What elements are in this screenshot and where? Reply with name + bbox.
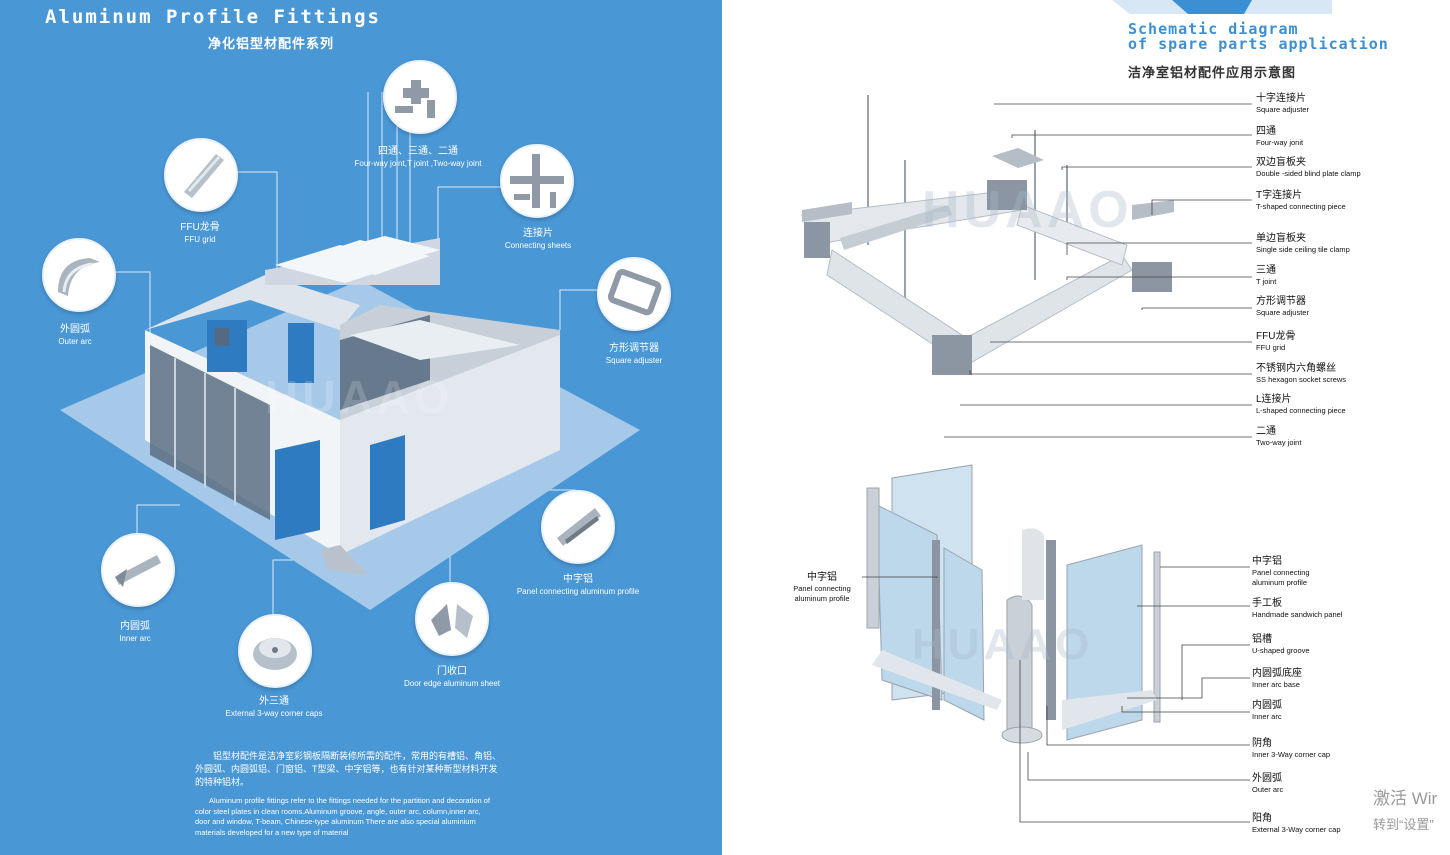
schematic-title-cn: 洁净室铝材配件应用示意图	[1128, 65, 1297, 80]
right-panel: Schematic diagram of spare parts applica…	[722, 0, 1450, 855]
os-activation-hint: 转到“设置”	[1373, 817, 1434, 832]
decor-stripe-accent	[1172, 0, 1252, 14]
left-watermark: HUAAO	[265, 371, 454, 423]
side-label-panel-profile: 中字铝 Panel connecting aluminum profile	[793, 572, 851, 603]
ceiling-frame-diagram	[801, 95, 1252, 438]
cleanroom-illustration	[60, 236, 640, 610]
connecting-sheets-image	[500, 144, 574, 218]
panel-assembly-diagram	[862, 464, 1250, 823]
external-corner-cap-image	[238, 614, 312, 688]
square-adjuster-image	[597, 257, 671, 331]
door-edge-sheet-image	[415, 582, 489, 656]
right-watermark-bottom: HUAAO	[912, 620, 1094, 669]
inner-arc-image	[101, 533, 175, 607]
left-title: Aluminum Profile Fittings	[45, 6, 381, 28]
description-en: Aluminum profile fittings refer to the f…	[195, 796, 490, 837]
os-activation-watermark: 激活 Wir	[1373, 789, 1438, 808]
four-way-joint-image	[383, 60, 457, 134]
description-cn: 铝型材配件是洁净室彩钢板隔断装修所需的配件，常用的有槽铝、角铝、 外圆弧、内圆弧…	[195, 751, 502, 787]
schematic-title: Schematic diagram of spare parts applica…	[1128, 20, 1389, 53]
panel-connecting-profile-image	[541, 490, 615, 564]
left-panel: Aluminum Profile Fittings 净化铝型材配件系列	[0, 0, 722, 855]
right-watermark-top: HUAAO	[922, 181, 1133, 239]
outer-arc-image	[42, 238, 116, 312]
ffu-grid-image	[164, 138, 238, 212]
left-subtitle: 净化铝型材配件系列	[208, 36, 335, 51]
